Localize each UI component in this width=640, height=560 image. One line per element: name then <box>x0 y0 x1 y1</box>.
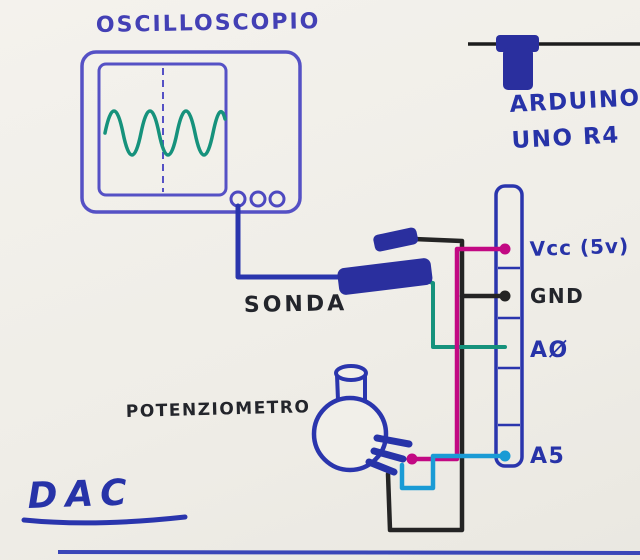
oscilloscope-screen <box>97 62 228 197</box>
pot-pin-1 <box>373 434 413 448</box>
a5-wire <box>399 453 508 491</box>
sine-wave-trace <box>103 109 227 157</box>
pin-label-gnd: GND <box>530 284 584 308</box>
pin-label-a0: AØ <box>530 338 569 363</box>
probe-label: SONDA <box>244 291 348 318</box>
page-bottom-line <box>57 550 640 555</box>
pot-body <box>311 395 389 473</box>
probe-connector-large <box>337 258 433 295</box>
oscilloscope-label: OSCILLOSCOPIO <box>96 9 321 38</box>
a0-signal-wire <box>424 279 507 349</box>
potentiometer-label: POTENZIOMETRO <box>126 397 311 422</box>
pot-shaft-cap <box>334 364 368 382</box>
ground-wire <box>385 236 465 533</box>
pin-dot-vcc <box>499 243 511 255</box>
vcc-wire <box>412 246 508 462</box>
dac-title: DAC <box>27 472 135 517</box>
probe-connector-small <box>373 227 419 252</box>
pot-pin-2 <box>370 447 407 463</box>
usb-connector-body <box>503 48 533 90</box>
pin-label-a5: A5 <box>530 444 565 469</box>
dac-underline <box>21 514 188 526</box>
pot-pin-3 <box>365 458 398 476</box>
usb-connector-top <box>496 35 539 52</box>
oscilloscope-body <box>80 50 302 214</box>
pin-dot-a5 <box>499 450 511 462</box>
pin-label-vcc: Vcc (5v) <box>529 234 629 261</box>
arduino-header-strip <box>494 184 524 468</box>
pot-shaft-left <box>335 374 340 401</box>
probe-cable-wire <box>235 203 351 280</box>
pot-magenta-junction-dot <box>406 453 418 465</box>
oscilloscope-knob-2 <box>249 190 267 208</box>
oscilloscope-knob-3 <box>268 190 286 208</box>
arduino-label-line1: ARDUINO <box>509 85 640 118</box>
pin-dot-gnd <box>499 290 511 302</box>
arduino-label-line2: UNO R4 <box>511 122 620 154</box>
